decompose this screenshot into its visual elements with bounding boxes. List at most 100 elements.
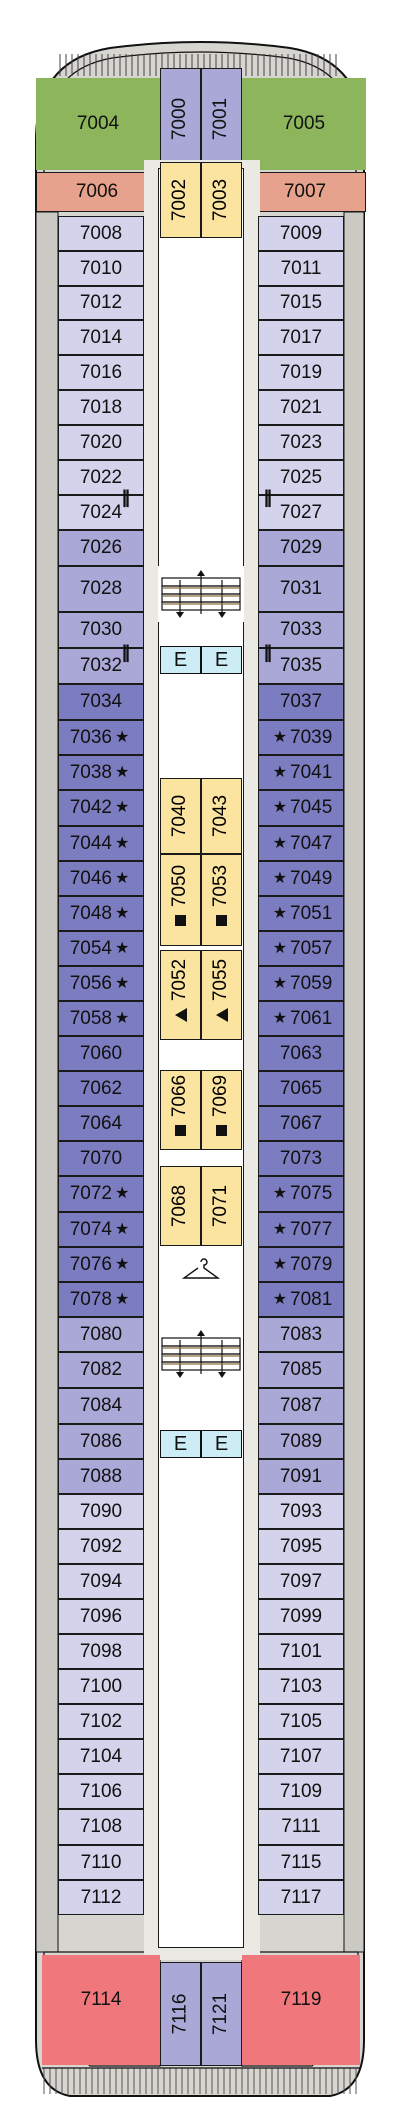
cabin-7055[interactable]: 7055 — [201, 950, 242, 1040]
cabin-7016[interactable]: 7016 — [58, 355, 144, 390]
cabin-7035[interactable]: 7035 — [258, 648, 344, 684]
cabin-7031[interactable]: 7031 — [258, 566, 344, 612]
cabin-7099[interactable]: 7099 — [258, 1599, 344, 1634]
cabin-7115[interactable]: 7115 — [258, 1845, 344, 1880]
cabin-7008[interactable]: 7008 — [58, 216, 144, 251]
cabin-7102[interactable]: 7102 — [58, 1704, 144, 1739]
cabin-7048[interactable]: 7048★ — [58, 896, 144, 931]
cabin-7084[interactable]: 7084 — [58, 1388, 144, 1424]
cabin-7058[interactable]: 7058★ — [58, 1001, 144, 1036]
cabin-7082[interactable]: 7082 — [58, 1352, 144, 1388]
cabin-7066[interactable]: 7066 — [160, 1070, 201, 1150]
cabin-7040[interactable]: 7040 — [160, 778, 201, 854]
cabin-7054[interactable]: 7054★ — [58, 931, 144, 966]
cabin-7018[interactable]: 7018 — [58, 390, 144, 425]
cabin-7108[interactable]: 7108 — [58, 1809, 144, 1845]
cabin-7070[interactable]: 7070 — [58, 1141, 144, 1176]
cabin-7030[interactable]: 7030 — [58, 612, 144, 648]
cabin-7060[interactable]: 7060 — [58, 1036, 144, 1071]
cabin-7087[interactable]: 7087 — [258, 1388, 344, 1424]
cabin-7073[interactable]: 7073 — [258, 1141, 344, 1176]
cabin-7103[interactable]: 7103 — [258, 1669, 344, 1704]
cabin-7021[interactable]: 7021 — [258, 390, 344, 425]
cabin-7094[interactable]: 7094 — [58, 1564, 144, 1599]
cabin-7110[interactable]: 7110 — [58, 1845, 144, 1880]
cabin-7017[interactable]: 7017 — [258, 320, 344, 355]
cabin-7104[interactable]: 7104 — [58, 1739, 144, 1774]
cabin-7056[interactable]: 7056★ — [58, 966, 144, 1001]
cabin-7090[interactable]: 7090 — [58, 1494, 144, 1529]
cabin-7025[interactable]: 7025 — [258, 460, 344, 495]
cabin-7075[interactable]: ★7075 — [258, 1176, 344, 1212]
cabin-7121[interactable]: 7121 — [201, 1962, 242, 2066]
cabin-7027[interactable]: 7027 — [258, 495, 344, 530]
cabin-7083[interactable]: 7083 — [258, 1317, 344, 1352]
cabin-7065[interactable]: 7065 — [258, 1071, 344, 1106]
cabin-7057[interactable]: ★7057 — [258, 931, 344, 966]
cabin-7059[interactable]: ★7059 — [258, 966, 344, 1001]
cabin-7024[interactable]: 7024 — [58, 495, 144, 530]
cabin-7032[interactable]: 7032 — [58, 648, 144, 684]
cabin-7116[interactable]: 7116 — [160, 1962, 201, 2066]
cabin-7062[interactable]: 7062 — [58, 1071, 144, 1106]
cabin-7002[interactable]: 7002 — [160, 162, 201, 238]
cabin-7042[interactable]: 7042★ — [58, 790, 144, 826]
cabin-7080[interactable]: 7080 — [58, 1317, 144, 1352]
cabin-7043[interactable]: 7043 — [201, 778, 242, 854]
cabin-7011[interactable]: 7011 — [258, 251, 344, 286]
cabin-7010[interactable]: 7010 — [58, 251, 144, 286]
cabin-7037[interactable]: 7037 — [258, 684, 344, 720]
cabin-7106[interactable]: 7106 — [58, 1774, 144, 1809]
cabin-7112[interactable]: 7112 — [58, 1880, 144, 1915]
cabin-7061[interactable]: ★7061 — [258, 1001, 344, 1036]
cabin-7034[interactable]: 7034 — [58, 684, 144, 720]
cabin-7022[interactable]: 7022 — [58, 460, 144, 495]
cabin-7072[interactable]: 7072★ — [58, 1176, 144, 1212]
cabin-7000[interactable]: 7000 — [160, 68, 201, 170]
cabin-7053[interactable]: 7053 — [201, 854, 242, 946]
cabin-7003[interactable]: 7003 — [201, 162, 242, 238]
cabin-7111[interactable]: 7111 — [258, 1809, 344, 1845]
cabin-7117[interactable]: 7117 — [258, 1880, 344, 1915]
cabin-7105[interactable]: 7105 — [258, 1704, 344, 1739]
cabin-7039[interactable]: ★7039 — [258, 720, 344, 755]
cabin-7052[interactable]: 7052 — [160, 950, 201, 1040]
cabin-7051[interactable]: ★7051 — [258, 896, 344, 931]
cabin-7033[interactable]: 7033 — [258, 612, 344, 648]
cabin-7068[interactable]: 7068 — [160, 1166, 201, 1246]
cabin-7026[interactable]: 7026 — [58, 530, 144, 566]
cabin-7098[interactable]: 7098 — [58, 1634, 144, 1669]
cabin-7028[interactable]: 7028 — [58, 566, 144, 612]
cabin-7092[interactable]: 7092 — [58, 1529, 144, 1564]
cabin-7063[interactable]: 7063 — [258, 1036, 344, 1071]
cabin-7007[interactable]: 7007 — [244, 172, 366, 212]
cabin-7071[interactable]: 7071 — [201, 1166, 242, 1246]
cabin-7069[interactable]: 7069 — [201, 1070, 242, 1150]
cabin-7107[interactable]: 7107 — [258, 1739, 344, 1774]
cabin-7044[interactable]: 7044★ — [58, 826, 144, 861]
cabin-7014[interactable]: 7014 — [58, 320, 144, 355]
cabin-7019[interactable]: 7019 — [258, 355, 344, 390]
cabin-7086[interactable]: 7086 — [58, 1424, 144, 1459]
cabin-7029[interactable]: 7029 — [258, 530, 344, 566]
cabin-7001[interactable]: 7001 — [201, 68, 242, 170]
cabin-aft-right-suite[interactable]: 7119 — [242, 1955, 360, 2065]
cabin-aft-left-suite[interactable]: 7114 — [42, 1955, 160, 2065]
cabin-7089[interactable]: 7089 — [258, 1424, 344, 1459]
cabin-7078[interactable]: 7078★ — [58, 1282, 144, 1317]
cabin-7081[interactable]: ★7081 — [258, 1282, 344, 1317]
cabin-7023[interactable]: 7023 — [258, 425, 344, 460]
cabin-7049[interactable]: ★7049 — [258, 861, 344, 896]
cabin-7109[interactable]: 7109 — [258, 1774, 344, 1809]
cabin-7074[interactable]: 7074★ — [58, 1212, 144, 1247]
cabin-7064[interactable]: 7064 — [58, 1106, 144, 1141]
cabin-7088[interactable]: 7088 — [58, 1459, 144, 1494]
cabin-7097[interactable]: 7097 — [258, 1564, 344, 1599]
cabin-7041[interactable]: ★7041 — [258, 755, 344, 790]
cabin-7096[interactable]: 7096 — [58, 1599, 144, 1634]
cabin-7095[interactable]: 7095 — [258, 1529, 344, 1564]
cabin-7015[interactable]: 7015 — [258, 286, 344, 320]
cabin-7093[interactable]: 7093 — [258, 1494, 344, 1529]
cabin-7067[interactable]: 7067 — [258, 1106, 344, 1141]
cabin-7038[interactable]: 7038★ — [58, 755, 144, 790]
